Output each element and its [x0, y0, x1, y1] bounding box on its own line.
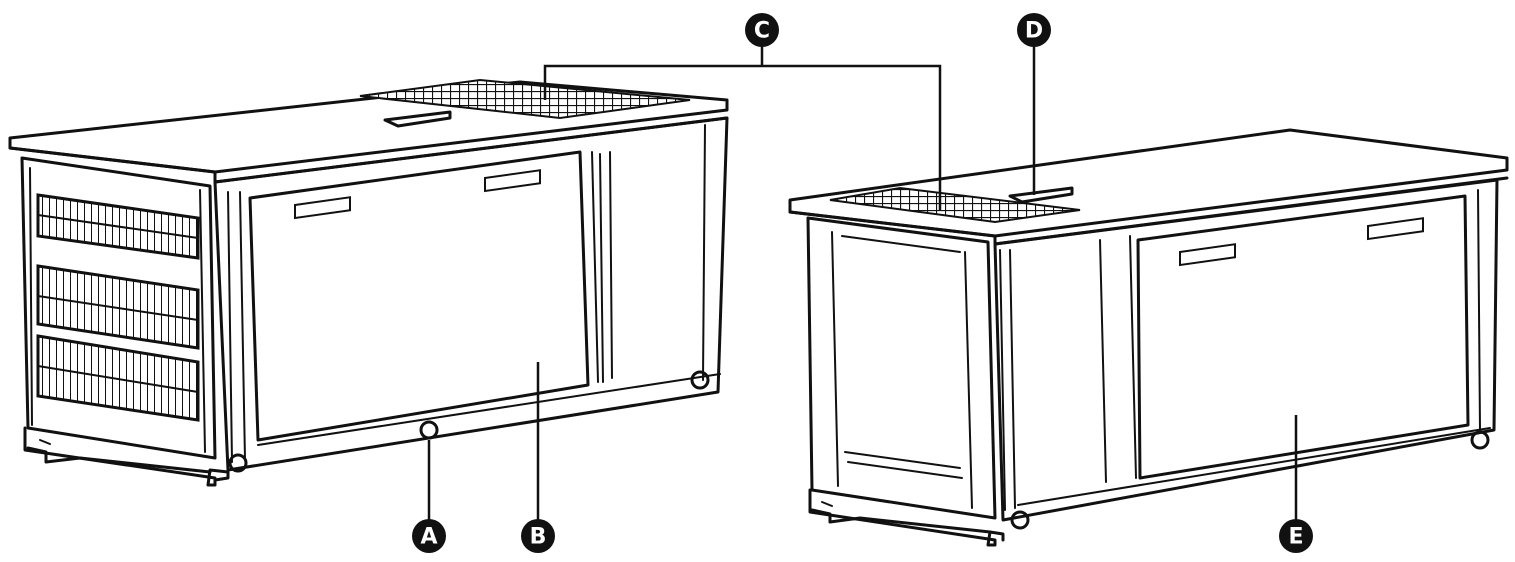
callout-label-E: E	[1288, 525, 1303, 550]
callout-D: D	[1017, 13, 1051, 47]
right-end-face	[806, 216, 997, 520]
right-long-side	[993, 178, 1499, 522]
callout-A: A	[412, 519, 446, 553]
left-enclosure	[8, 78, 729, 487]
right-base-skid	[808, 488, 1005, 547]
left-door-handle-2	[484, 169, 541, 193]
left-corner-hole-rear	[690, 370, 710, 390]
right-roof-handle	[1008, 186, 1074, 204]
left-long-side	[213, 116, 729, 472]
callout-E: E	[1279, 519, 1313, 553]
callout-label-C: C	[754, 19, 770, 44]
right-door-handle-2	[1367, 217, 1424, 241]
right-enclosure	[788, 128, 1509, 547]
callout-label-A: A	[420, 525, 437, 550]
leader-lines	[427, 46, 1298, 520]
right-door-handle-1	[1179, 243, 1236, 267]
left-door-panel-B	[248, 150, 590, 442]
left-lifting-point-A	[419, 420, 439, 440]
right-corner-hole-front	[1010, 510, 1030, 530]
callout-B: B	[521, 519, 555, 553]
right-corner-hole-rear	[1470, 430, 1490, 450]
left-end-face	[20, 156, 217, 460]
left-roof-handle	[383, 110, 452, 128]
callout-label-D: D	[1025, 19, 1043, 44]
right-roof-vent-grid	[829, 186, 1081, 224]
left-roof-vent-grid	[359, 78, 691, 120]
left-corner-hole-front	[228, 453, 248, 473]
left-door-handle-1	[294, 196, 351, 220]
left-end-louvers	[36, 193, 200, 422]
callout-C: C	[745, 13, 779, 47]
leader-C	[543, 46, 942, 210]
callout-label-B: B	[530, 525, 547, 550]
right-door-panel-E	[1136, 194, 1470, 480]
right-roof	[788, 128, 1509, 238]
